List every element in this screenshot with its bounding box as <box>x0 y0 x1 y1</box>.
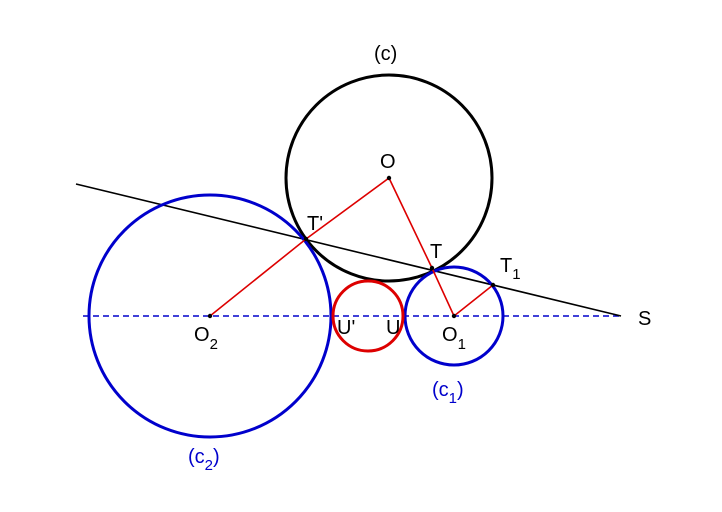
label-O: O <box>380 151 396 173</box>
red-circle <box>331 279 405 353</box>
circle-c2 <box>87 193 333 439</box>
label-U-prime: U' <box>337 317 355 339</box>
red-radii <box>209 176 494 318</box>
circle-c1 <box>403 265 505 367</box>
label-c: (c) <box>374 43 397 65</box>
label-T1: T1 <box>500 255 521 283</box>
point-T <box>429 265 435 271</box>
points <box>207 175 496 319</box>
label-S: S <box>638 308 651 330</box>
point-T-prime <box>303 236 309 242</box>
point-O <box>386 175 392 181</box>
label-U: U <box>386 317 400 339</box>
label-O1: O1 <box>442 324 466 353</box>
label-c2: (c2) <box>188 446 220 474</box>
tangent-line <box>75 183 622 317</box>
label-T: T <box>430 241 442 263</box>
point-O1 <box>451 313 457 319</box>
label-T-prime: T' <box>307 213 323 235</box>
point-T1 <box>490 282 496 288</box>
point-O2 <box>207 313 213 319</box>
label-c1: (c1) <box>432 379 464 407</box>
circle-c <box>284 73 494 283</box>
label-O2: O2 <box>194 324 218 353</box>
